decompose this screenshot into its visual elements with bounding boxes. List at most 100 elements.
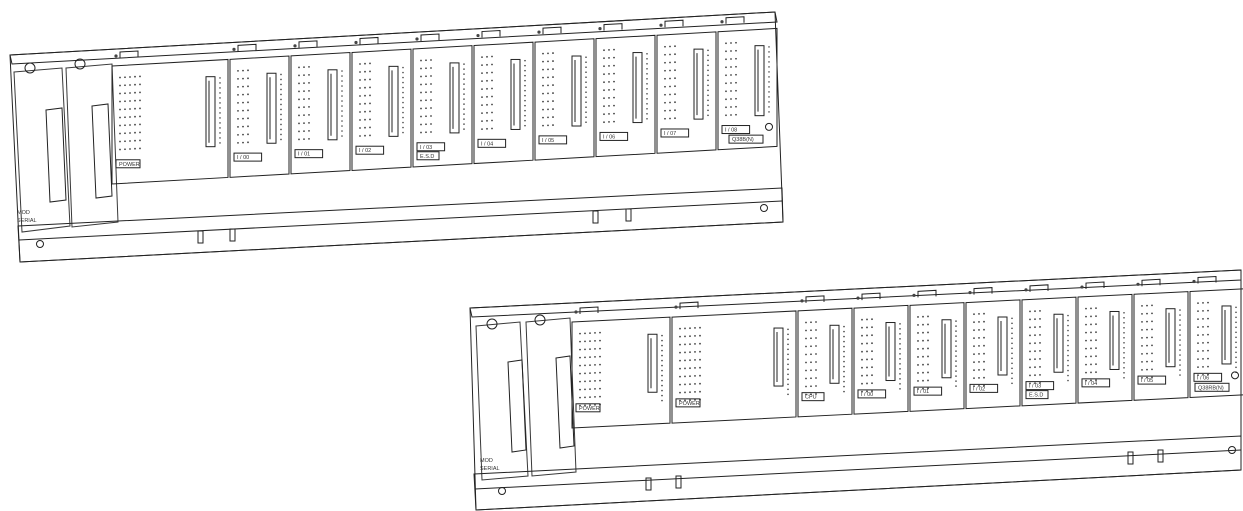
- slot-label: I / 03: [420, 145, 432, 151]
- slot-label-box: [477, 138, 507, 148]
- rack-top-module: I / 06: [595, 23, 656, 158]
- rack-bottom-module: I / 02: [965, 287, 1021, 410]
- indicator-dot: [476, 33, 480, 38]
- indicator-dot: [114, 54, 118, 58]
- slot-hook-icon: [917, 289, 937, 298]
- indicator-dot: [415, 37, 419, 41]
- indicator-dot: [1024, 288, 1028, 292]
- connector-icon: [829, 324, 840, 384]
- module-face: [290, 52, 351, 175]
- slot-label-box: [801, 392, 825, 402]
- connector-icon: [571, 55, 582, 127]
- slot-hook-icon: [973, 287, 993, 295]
- esd-label: E.S.D: [420, 154, 434, 160]
- connector-icon: [449, 62, 460, 134]
- connector-icon: [510, 58, 521, 130]
- rack-bottom-cover-text-2: SERIAL: [480, 466, 500, 472]
- slot-hook-icon: [1197, 276, 1217, 284]
- indicator-dot: [598, 27, 602, 31]
- rack-bottom-top-edge: [469, 269, 1242, 318]
- connector-icon: [1053, 313, 1064, 373]
- slot-label: I / 06: [1197, 375, 1209, 381]
- slot-label-box: [575, 403, 601, 413]
- rack-top-module: I / 08: [717, 16, 778, 151]
- rack-top-mount-hole-right: [760, 204, 768, 212]
- slot-label-box: [599, 131, 629, 141]
- slot-label: I / 06: [603, 134, 615, 140]
- rack-bottom-mount-hole-left: [498, 487, 506, 495]
- module-face: [1021, 296, 1077, 407]
- slot-label-box: [538, 135, 568, 145]
- indicator-dot: [1136, 282, 1140, 286]
- slot-hook-icon: [664, 19, 684, 28]
- rack-bottom-mount-hole-right: [1228, 446, 1236, 454]
- indicator-dot: [856, 296, 860, 300]
- module-face: [797, 307, 853, 418]
- indicator-dot: [968, 290, 972, 295]
- module-face: [853, 304, 909, 415]
- rack-top-module: I / 01: [290, 40, 351, 175]
- slot-label: I / 01: [917, 389, 929, 395]
- slot-hook-icon: [1029, 284, 1049, 292]
- slot-hook-icon: [298, 40, 318, 48]
- screw-icon: [24, 62, 36, 74]
- slot-label-box: [857, 389, 887, 399]
- rack-top-module: I / 02: [351, 36, 412, 171]
- slot-label: CPU: [805, 395, 817, 401]
- rack-bottom-module: I / 01: [909, 289, 965, 412]
- rack-top-module: I / 00: [229, 43, 290, 178]
- indicator-dot: [1080, 285, 1084, 289]
- rack-bottom-clear-cover: MOD SERIAL: [475, 314, 577, 481]
- module-face: [412, 45, 473, 168]
- screw-icon: [74, 58, 86, 70]
- slot-label: I / 02: [359, 148, 371, 154]
- slot-hook-icon: [1141, 278, 1161, 287]
- rack-top-clear-cover: MOD SERIAL: [13, 58, 119, 233]
- rack-top-module: POWER: [111, 50, 229, 185]
- slot-label: I / 02: [973, 386, 985, 392]
- rack-top-module: I / 04: [473, 30, 534, 165]
- base-model-label: Q38B(N): [732, 137, 754, 143]
- connector-icon: [388, 65, 399, 137]
- module-face: [1077, 293, 1133, 404]
- slot-label: I / 07: [664, 131, 676, 137]
- indicator-dot: [232, 47, 236, 51]
- rack-top-module: I / 03 E.S.D: [412, 33, 473, 168]
- connector-icon: [1109, 310, 1120, 370]
- rack-bottom-module: I / 00: [853, 292, 909, 415]
- power-label: POWER: [579, 406, 600, 412]
- rack-bottom-module: CPU: [797, 295, 853, 418]
- rack-top-mount-hole-left: [36, 240, 44, 248]
- connector-icon: [997, 316, 1008, 376]
- slot-label: I / 01: [298, 152, 310, 158]
- connector-icon: [885, 322, 896, 382]
- esd-label: E.S.D: [1029, 393, 1043, 399]
- base-model-label: Q38RB(N): [1198, 385, 1224, 391]
- connector-icon: [1165, 308, 1176, 368]
- screw-icon: [1231, 371, 1239, 380]
- connector-icon: [941, 319, 952, 379]
- slot-label-box: [969, 383, 999, 393]
- slot-label: I / 08: [725, 128, 737, 134]
- connector-icon: [773, 327, 784, 387]
- module-face: [229, 55, 290, 178]
- indicator-dot: [1192, 279, 1196, 284]
- indicator-dot: [659, 23, 663, 27]
- indicator-dot: [354, 40, 358, 45]
- rack-top-lower-rail: [17, 187, 784, 263]
- slot-label-box: [233, 152, 263, 162]
- module-face: [671, 310, 797, 424]
- connector-icon: [327, 69, 338, 141]
- rack-top-cover-text-1: MOD: [17, 210, 30, 216]
- rack-bottom-base-rail: [469, 269, 1242, 511]
- slot-label: I / 05: [1141, 378, 1153, 384]
- slot-hook-icon: [237, 43, 257, 52]
- module-face: [1189, 288, 1243, 399]
- slot-label: I / 03: [1029, 384, 1041, 390]
- rack-top-module: I / 05: [534, 26, 595, 161]
- rack-top-top-edge: [9, 11, 778, 65]
- module-face: [595, 34, 656, 158]
